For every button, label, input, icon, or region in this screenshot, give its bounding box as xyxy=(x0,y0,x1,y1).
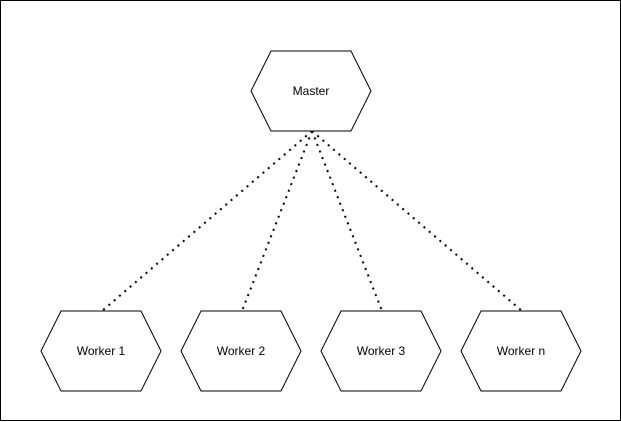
worker-n-hexagon xyxy=(460,310,582,392)
worker-1-label: Worker 1 xyxy=(77,344,126,358)
connector-master-worker-2 xyxy=(241,130,313,312)
master-hexagon xyxy=(250,50,372,132)
worker-1-hexagon xyxy=(40,310,162,392)
worker-node-1[interactable]: Worker 1 xyxy=(40,310,162,392)
connector-master-worker-1 xyxy=(101,130,313,312)
connector-master-worker-n xyxy=(311,130,523,312)
connectors xyxy=(101,130,523,312)
worker-node-n[interactable]: Worker n xyxy=(460,310,582,392)
worker-n-label: Worker n xyxy=(497,344,545,358)
worker-2-label: Worker 2 xyxy=(217,344,266,358)
worker-2-hexagon xyxy=(180,310,302,392)
worker-3-hexagon xyxy=(320,310,442,392)
worker-node-2[interactable]: Worker 2 xyxy=(180,310,302,392)
worker-3-label: Worker 3 xyxy=(357,344,406,358)
master-label: Master xyxy=(293,84,330,98)
worker-node-3[interactable]: Worker 3 xyxy=(320,310,442,392)
connector-master-worker-3 xyxy=(311,130,383,312)
master-node[interactable]: Master xyxy=(250,50,372,132)
